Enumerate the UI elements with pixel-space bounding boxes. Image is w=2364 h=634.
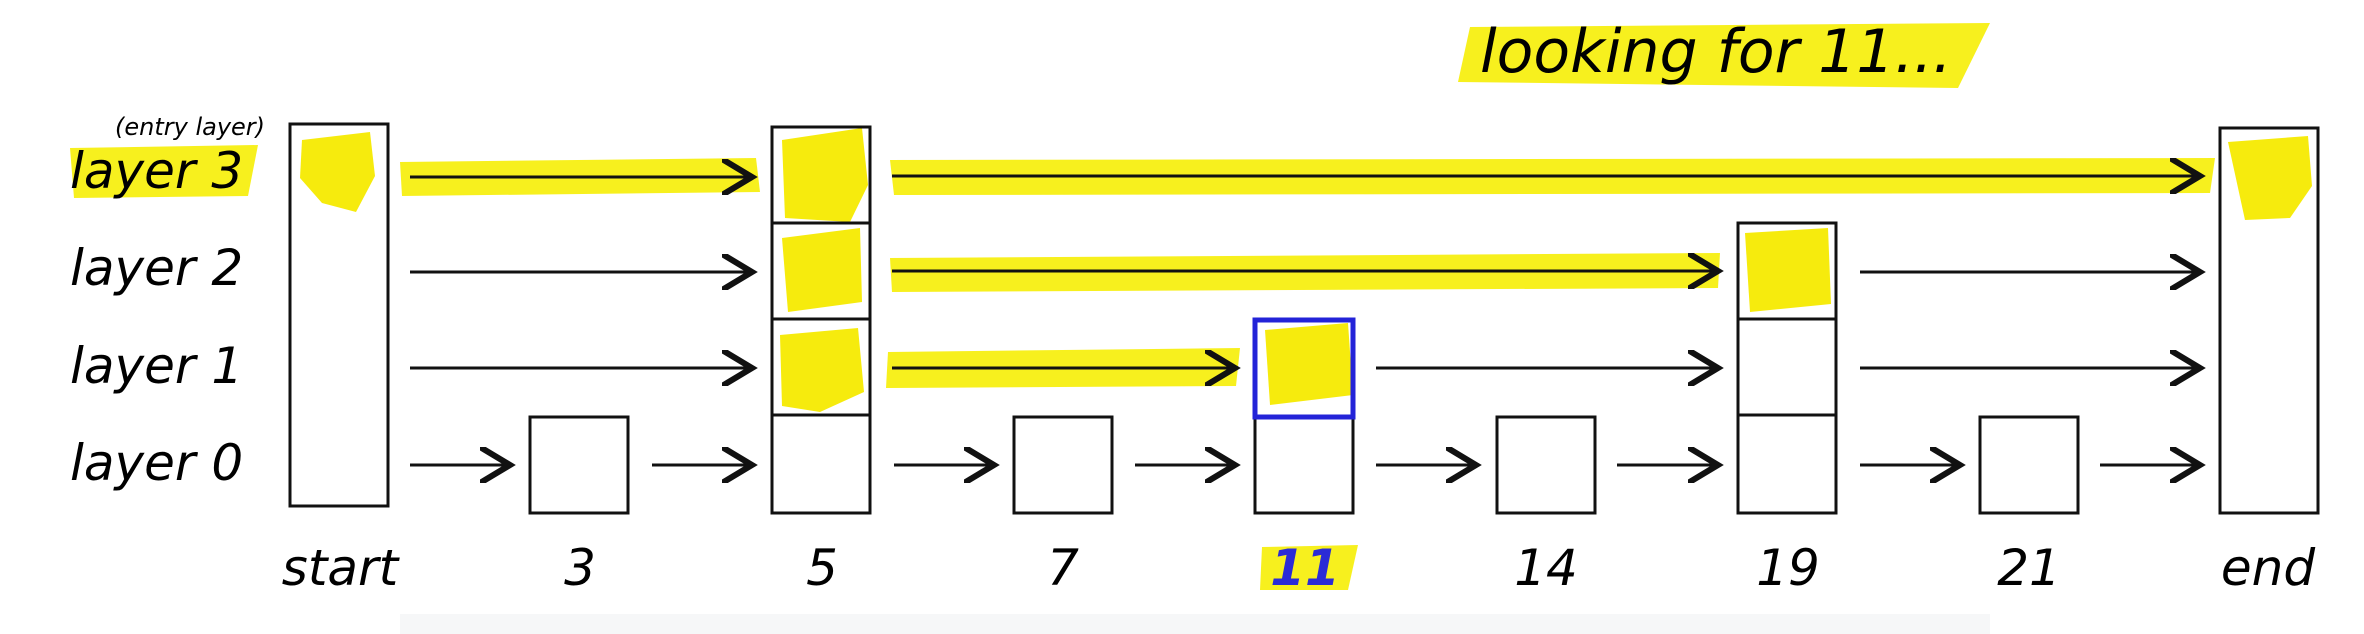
node-label-11: 11 <box>1270 539 1340 597</box>
node-11-level-0 <box>1253 415 1355 515</box>
node-label-3: 3 <box>564 539 596 597</box>
visited-scribble-5-layer1 <box>780 328 864 412</box>
node-label-end: end <box>2221 539 2315 597</box>
node-19-level-1 <box>1736 317 1838 417</box>
node-19-level-0 <box>1736 413 1838 515</box>
layer-3-highlight <box>70 145 258 198</box>
entry-layer-note: (entry layer) <box>115 113 265 141</box>
bottom-strip <box>400 614 1990 634</box>
end-column <box>2218 126 2320 515</box>
visited-scribble-5-layer2 <box>782 228 862 312</box>
visited-scribble-11-layer1 <box>1265 323 1353 405</box>
node-3-level-0 <box>528 415 630 515</box>
visited-scribble-start-layer3 <box>300 132 375 212</box>
node-5-level-0 <box>770 413 872 515</box>
node-label-21: 21 <box>1997 539 2061 597</box>
node-14-level-0 <box>1495 415 1597 515</box>
node-7-level-0 <box>1012 415 1114 515</box>
layer-label-1: layer 1 <box>70 337 243 395</box>
layer-label-3: layer 3 <box>70 142 243 200</box>
title: looking for 11... <box>1480 17 1952 87</box>
node-11-level-1-target <box>1252 317 1356 420</box>
title-highlight <box>1458 23 1990 88</box>
node-21-level-0 <box>1978 415 2080 515</box>
node-label-start: start <box>282 539 401 597</box>
visited-scribble-19-layer2 <box>1745 228 1831 312</box>
layer-label-0: layer 0 <box>70 434 243 492</box>
layer-label-2: layer 2 <box>70 239 243 297</box>
node-label-19: 19 <box>1756 539 1820 597</box>
visited-scribble-5-layer3 <box>782 128 868 222</box>
visited-scribble-end-layer3 <box>2228 136 2312 220</box>
target-label-highlight <box>1260 545 1358 590</box>
node-label-14: 14 <box>1514 539 1578 597</box>
node-label-7: 7 <box>1047 539 1079 597</box>
start-column <box>288 122 390 508</box>
node-label-5: 5 <box>806 539 838 597</box>
